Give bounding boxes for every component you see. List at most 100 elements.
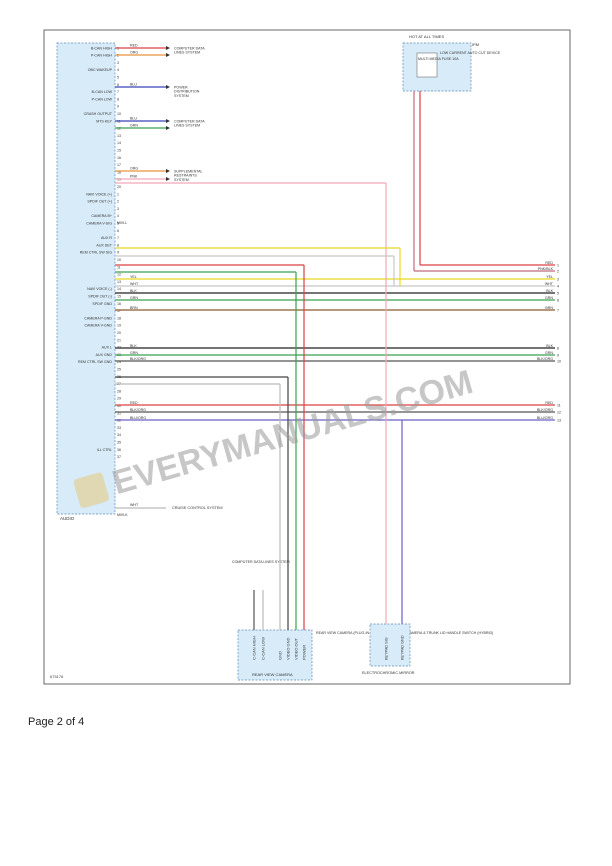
wire-arrow (166, 169, 170, 173)
wire-arrow (166, 126, 170, 130)
audio-pin-number: 5 (117, 222, 119, 226)
vertical-wire-layer (115, 91, 421, 630)
camera-pin-label: C-CAN LOW (261, 637, 266, 660)
audio-pin-label: AUX R (101, 236, 112, 240)
audio-pin-number: 36 (117, 448, 121, 452)
camera-pin-label: POWER (302, 645, 307, 660)
right-wire-color-left: GRN (130, 296, 138, 300)
right-wire-color-left: BLU/ORG (130, 416, 146, 420)
audio-pin-number: 15 (117, 149, 121, 153)
right-wire-color-left: YEL (130, 275, 137, 279)
audio-pin-label: MTS KEY (96, 119, 112, 123)
audio-pin-label: CRASH OUTPUT (84, 112, 113, 116)
audio-pin-number: 20 (117, 331, 121, 335)
audio-pin-number: 6 (117, 83, 119, 87)
audio-pin-number: 17 (117, 309, 121, 313)
right-wire-color-left: BRN (130, 306, 138, 310)
audio-pin-label: ILL CTRL (97, 448, 112, 452)
upper-wire-dest: LINES SYSTEM (174, 51, 200, 55)
audio-pin-label: REM CTRL SW SIG (80, 251, 112, 255)
audio-pin-label: NAVI VOICE (-) (87, 287, 112, 291)
audio-pin-number: 13 (117, 134, 121, 138)
mirror-pin-label: KEYPAD SIG (385, 637, 389, 660)
wire-arrow (166, 46, 170, 50)
upper-wire-color: BLU (130, 117, 137, 121)
wire-arrow (166, 85, 170, 89)
upper-wire-dest: LINES SYSTEM (174, 124, 200, 128)
upper-wire-dest: COMPUTER DATA (174, 119, 205, 123)
right-wire-color-left: GRN (130, 351, 138, 355)
audio-pin-label: CAMERA B+ (91, 214, 112, 218)
watermark: EVERYMANUALS.COM (73, 363, 477, 508)
mirror-name: ELECTROCHROMIC MIRROR (362, 671, 415, 675)
right-wire-pin: 13 (557, 418, 561, 422)
right-wire-pin: 9 (557, 353, 559, 357)
right-wire-pin: 12 (557, 410, 561, 414)
cruise-wire-dest: CRUISE CONTROL SYSTEM (172, 506, 223, 510)
audio-pin-number: 7 (117, 236, 119, 240)
wire-arrow (166, 53, 170, 57)
fuse-box (416, 52, 438, 78)
wire-arrow (166, 177, 170, 181)
audio-pin-label: REM CTRL SW GND (78, 360, 112, 364)
right-wire-color: YEL (546, 275, 553, 279)
right-wire-pin: 3 (557, 277, 559, 281)
audio-pin-label: P-CAN LOW (92, 97, 113, 101)
right-wire-pin: 11 (557, 403, 561, 407)
right-wire-color: BRN (545, 306, 553, 310)
audio-pin-number: 24 (117, 360, 121, 364)
audio-pin-number: 4 (117, 214, 119, 218)
audio-pin-number: 30 (117, 404, 121, 408)
right-wire-color: BLU/ORG (537, 416, 553, 420)
audio-pin-number: 2 (117, 200, 119, 204)
audio-pin-number: 29 (117, 397, 121, 401)
right-wire-color: PNK/BLK (538, 267, 554, 271)
audio-pin-number: 21 (117, 338, 121, 342)
upper-wire-color: ORG (130, 167, 138, 171)
right-wire-color-left: RED (130, 401, 138, 405)
upper-wire-dest: RESTRAINTS (174, 174, 197, 178)
rear-camera-box (237, 629, 313, 681)
right-wire-pin: 4 (557, 284, 559, 288)
audio-pin-label: SPDIF GND (92, 302, 112, 306)
camera-cdl-label: COMPUTER DATA LINES SYSTEM (232, 560, 290, 564)
ipm-module-label: IPM (472, 42, 479, 47)
camera-pin-label: VIDEO GND (286, 637, 291, 660)
audio-pin-label: B-CAN HIGH (91, 46, 113, 50)
audio-pin-number: 4 (117, 68, 119, 72)
audio-pin-number: 10 (117, 112, 121, 116)
upper-wire-color: PNK (130, 175, 138, 179)
audio-pin-number: 3 (117, 61, 119, 65)
right-wire-pin: 1 (557, 263, 559, 267)
ipm-hot-label: HOT AT ALL TIMES (409, 34, 444, 39)
audio-pin-label: CAMERA P-GND (84, 316, 112, 320)
audio-pin-label: SPDIF OUT (-) (88, 295, 112, 299)
audio-pin-number: 34 (117, 433, 121, 437)
figure-code: 675176 (50, 674, 64, 679)
audio-pin-label: AUX L (102, 346, 112, 350)
ipm-fuse-label: MULTI MEDIA FUSE 10A (418, 57, 459, 61)
right-wire-color: GRN (545, 296, 553, 300)
upper-wire-dest: COMPUTER DATA (174, 46, 205, 50)
audio-pin-label: NAVI VOICE (+) (86, 192, 112, 196)
upper-wire-dest: POWER (174, 85, 188, 89)
ipm-desc-label: LOW CURRENT AUTO CUT DEVICE (440, 51, 501, 55)
cruise-wire-color: WHT (130, 503, 139, 507)
right-wire-color: BLK (546, 289, 553, 293)
audio-pin-number: 18 (117, 316, 121, 320)
right-wire-color: RED (545, 401, 553, 405)
audio-pin-number: 31 (117, 411, 121, 415)
audio-pin-number: 8 (117, 243, 119, 247)
audio-pin-number: 17 (117, 163, 121, 167)
mirror-box (369, 623, 411, 667)
right-wire-color: BLK/ORG (537, 357, 553, 361)
right-wire-layer: RED1PNK/BLK2YEL3YELWHT4WHTBLK5BLKGRN6GRN… (115, 261, 561, 422)
audio-pin-number: 19 (117, 178, 121, 182)
audio-pin-number: 13 (117, 280, 121, 284)
connector-label-k: M09-K (117, 513, 128, 517)
audio-pin-label: CAMERA V-SIG (86, 222, 112, 226)
audio-pin-number: 16 (117, 156, 121, 160)
audio-pin-number: 16 (117, 302, 121, 306)
